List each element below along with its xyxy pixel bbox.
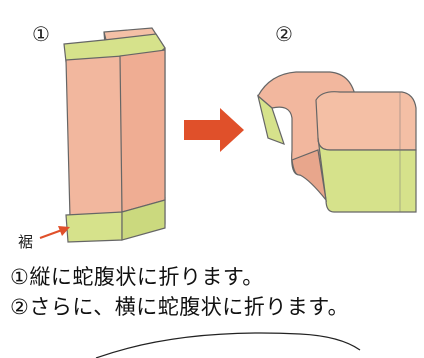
step-1-number: ①	[32, 22, 50, 46]
step-2-number: ②	[275, 22, 293, 46]
hem-pointer-arrow	[39, 226, 70, 239]
step-1-folded-cloth	[63, 27, 166, 243]
step-2-folded-cloth	[256, 71, 417, 213]
instruction-line-2: ②さらに、横に蛇腹状に折ります。	[10, 295, 350, 319]
instructions: ①縦に蛇腹状に折ります。 ②さらに、横に蛇腹状に折ります。	[10, 262, 420, 322]
instruction-line-1: ①縦に蛇腹状に折ります。	[10, 265, 264, 289]
next-step-arrow-icon	[184, 108, 244, 152]
hem-label: 裾	[18, 233, 34, 251]
decorative-curve	[95, 332, 361, 358]
